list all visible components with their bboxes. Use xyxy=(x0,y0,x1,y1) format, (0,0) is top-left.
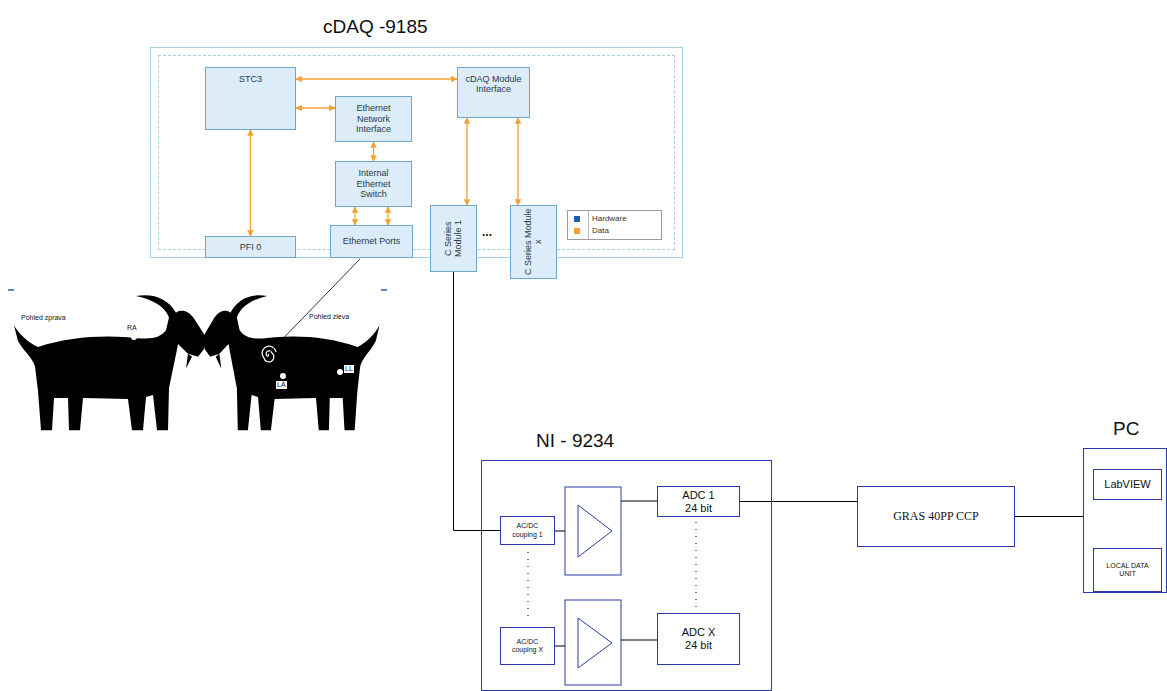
function-box: ADC X 24 bit xyxy=(657,613,740,665)
function-box: AC/DC couplng 1 xyxy=(500,516,555,545)
data-arrow xyxy=(296,108,335,109)
amplifier-box xyxy=(565,487,621,575)
goat-left-view xyxy=(203,295,380,430)
data-arrow xyxy=(467,118,468,205)
connector-line xyxy=(354,207,355,225)
view-label: RA xyxy=(126,324,138,332)
function-box: C Series Module x xyxy=(510,205,557,279)
box-label: GRAS 40PP CCP xyxy=(893,510,979,524)
view-label: LA xyxy=(276,381,287,389)
legend-swatch xyxy=(574,216,580,222)
data-arrow xyxy=(373,142,374,161)
electrode-ra xyxy=(131,334,137,340)
function-box: C Series Module 1 xyxy=(430,205,477,272)
data-arrow xyxy=(518,118,519,205)
connector-line xyxy=(296,107,335,108)
box-label: LOCAL DATA UNIT xyxy=(1106,562,1150,578)
connector-line xyxy=(454,272,501,531)
view-label: Pohled zprava xyxy=(20,314,67,322)
box-label: ADC X 24 bit xyxy=(679,626,719,651)
function-box: Internal Ethernet Switch xyxy=(335,161,412,207)
connector-line xyxy=(740,501,857,502)
data-arrow xyxy=(355,207,388,225)
module-housing: PCLabVIEWLOCAL DATA UNIT xyxy=(1083,448,1167,593)
module-title: NI - 9234 xyxy=(536,430,614,452)
connector-line xyxy=(1015,516,1083,517)
box-label: AC/DC couplng 1 xyxy=(510,522,546,538)
leader-line xyxy=(270,259,360,352)
box-label: cDAQ Module Interface xyxy=(464,74,524,95)
amplifier-symbol xyxy=(578,505,612,557)
view-label: Pohled zleva xyxy=(308,313,350,321)
module-title: cDAQ -9185 xyxy=(323,16,428,38)
box-label: Ethernet Ports xyxy=(343,236,401,246)
dash-mark xyxy=(8,289,14,291)
connector-line xyxy=(296,78,457,79)
box-label: Internal Ethernet Switch xyxy=(349,168,399,199)
box-label: C Series Module x xyxy=(523,206,544,278)
connector-line xyxy=(517,118,518,205)
function-box: ADC 1 24 bit xyxy=(657,486,740,517)
legend-divider xyxy=(588,211,589,239)
function-box: LOCAL DATA UNIT xyxy=(1093,548,1162,592)
connector-line xyxy=(250,130,251,236)
legend-row: Data xyxy=(574,226,609,235)
signal-wire xyxy=(621,501,657,502)
signal-line xyxy=(1015,516,1083,517)
legend-swatch xyxy=(574,228,580,234)
function-box: AC/DC couplng X xyxy=(500,627,555,665)
amplifier-symbol xyxy=(578,618,612,668)
box-label: Ethernet Network Interface xyxy=(344,103,404,134)
signal-wire xyxy=(555,646,565,647)
signal-wire xyxy=(621,640,657,641)
signal-wire xyxy=(555,531,565,532)
sensor-spiral xyxy=(262,346,276,362)
dash-mark xyxy=(381,289,387,291)
function-box: GRAS 40PP CCP xyxy=(857,486,1015,547)
box-label: AC/DC couplng X xyxy=(510,638,546,654)
module-housing: NI - 9234AC/DC couplng 1ADC 1 24 bitAC/D… xyxy=(481,460,772,691)
function-box: STC3 xyxy=(205,67,296,130)
goat-right-view xyxy=(14,295,206,430)
ellipsis-label: ... xyxy=(481,226,493,239)
view-label: LL xyxy=(344,365,354,373)
signal-line xyxy=(454,272,501,531)
function-box: PFI 0 xyxy=(205,236,296,258)
legend-box: HardwareData xyxy=(567,210,662,240)
ellipsis-dots xyxy=(528,552,529,622)
data-arrow xyxy=(250,130,251,236)
box-label: LabVIEW xyxy=(1104,478,1150,491)
connector-line xyxy=(373,142,374,161)
function-box: Ethernet Network Interface xyxy=(335,96,412,142)
ellipsis-dots xyxy=(696,522,697,608)
box-label: STC3 xyxy=(239,74,262,84)
amplifier-box xyxy=(565,600,621,685)
data-arrow xyxy=(296,79,457,80)
electrode-ll xyxy=(337,369,343,375)
legend-row: Hardware xyxy=(574,214,627,223)
box-label: ADC 1 24 bit xyxy=(679,489,719,514)
legend-text: Hardware xyxy=(592,214,627,223)
function-box: cDAQ Module Interface xyxy=(457,67,530,118)
connector-line xyxy=(466,118,467,205)
legend-text: Data xyxy=(592,226,609,235)
connector-line xyxy=(387,207,388,225)
box-label: PFI 0 xyxy=(240,242,262,252)
function-box: Ethernet Ports xyxy=(330,225,413,258)
electrode-la xyxy=(280,373,286,379)
function-box: LabVIEW xyxy=(1093,469,1162,500)
box-label: C Series Module 1 xyxy=(443,206,464,271)
signal-line xyxy=(740,501,857,502)
module-title: PC xyxy=(1113,418,1139,440)
